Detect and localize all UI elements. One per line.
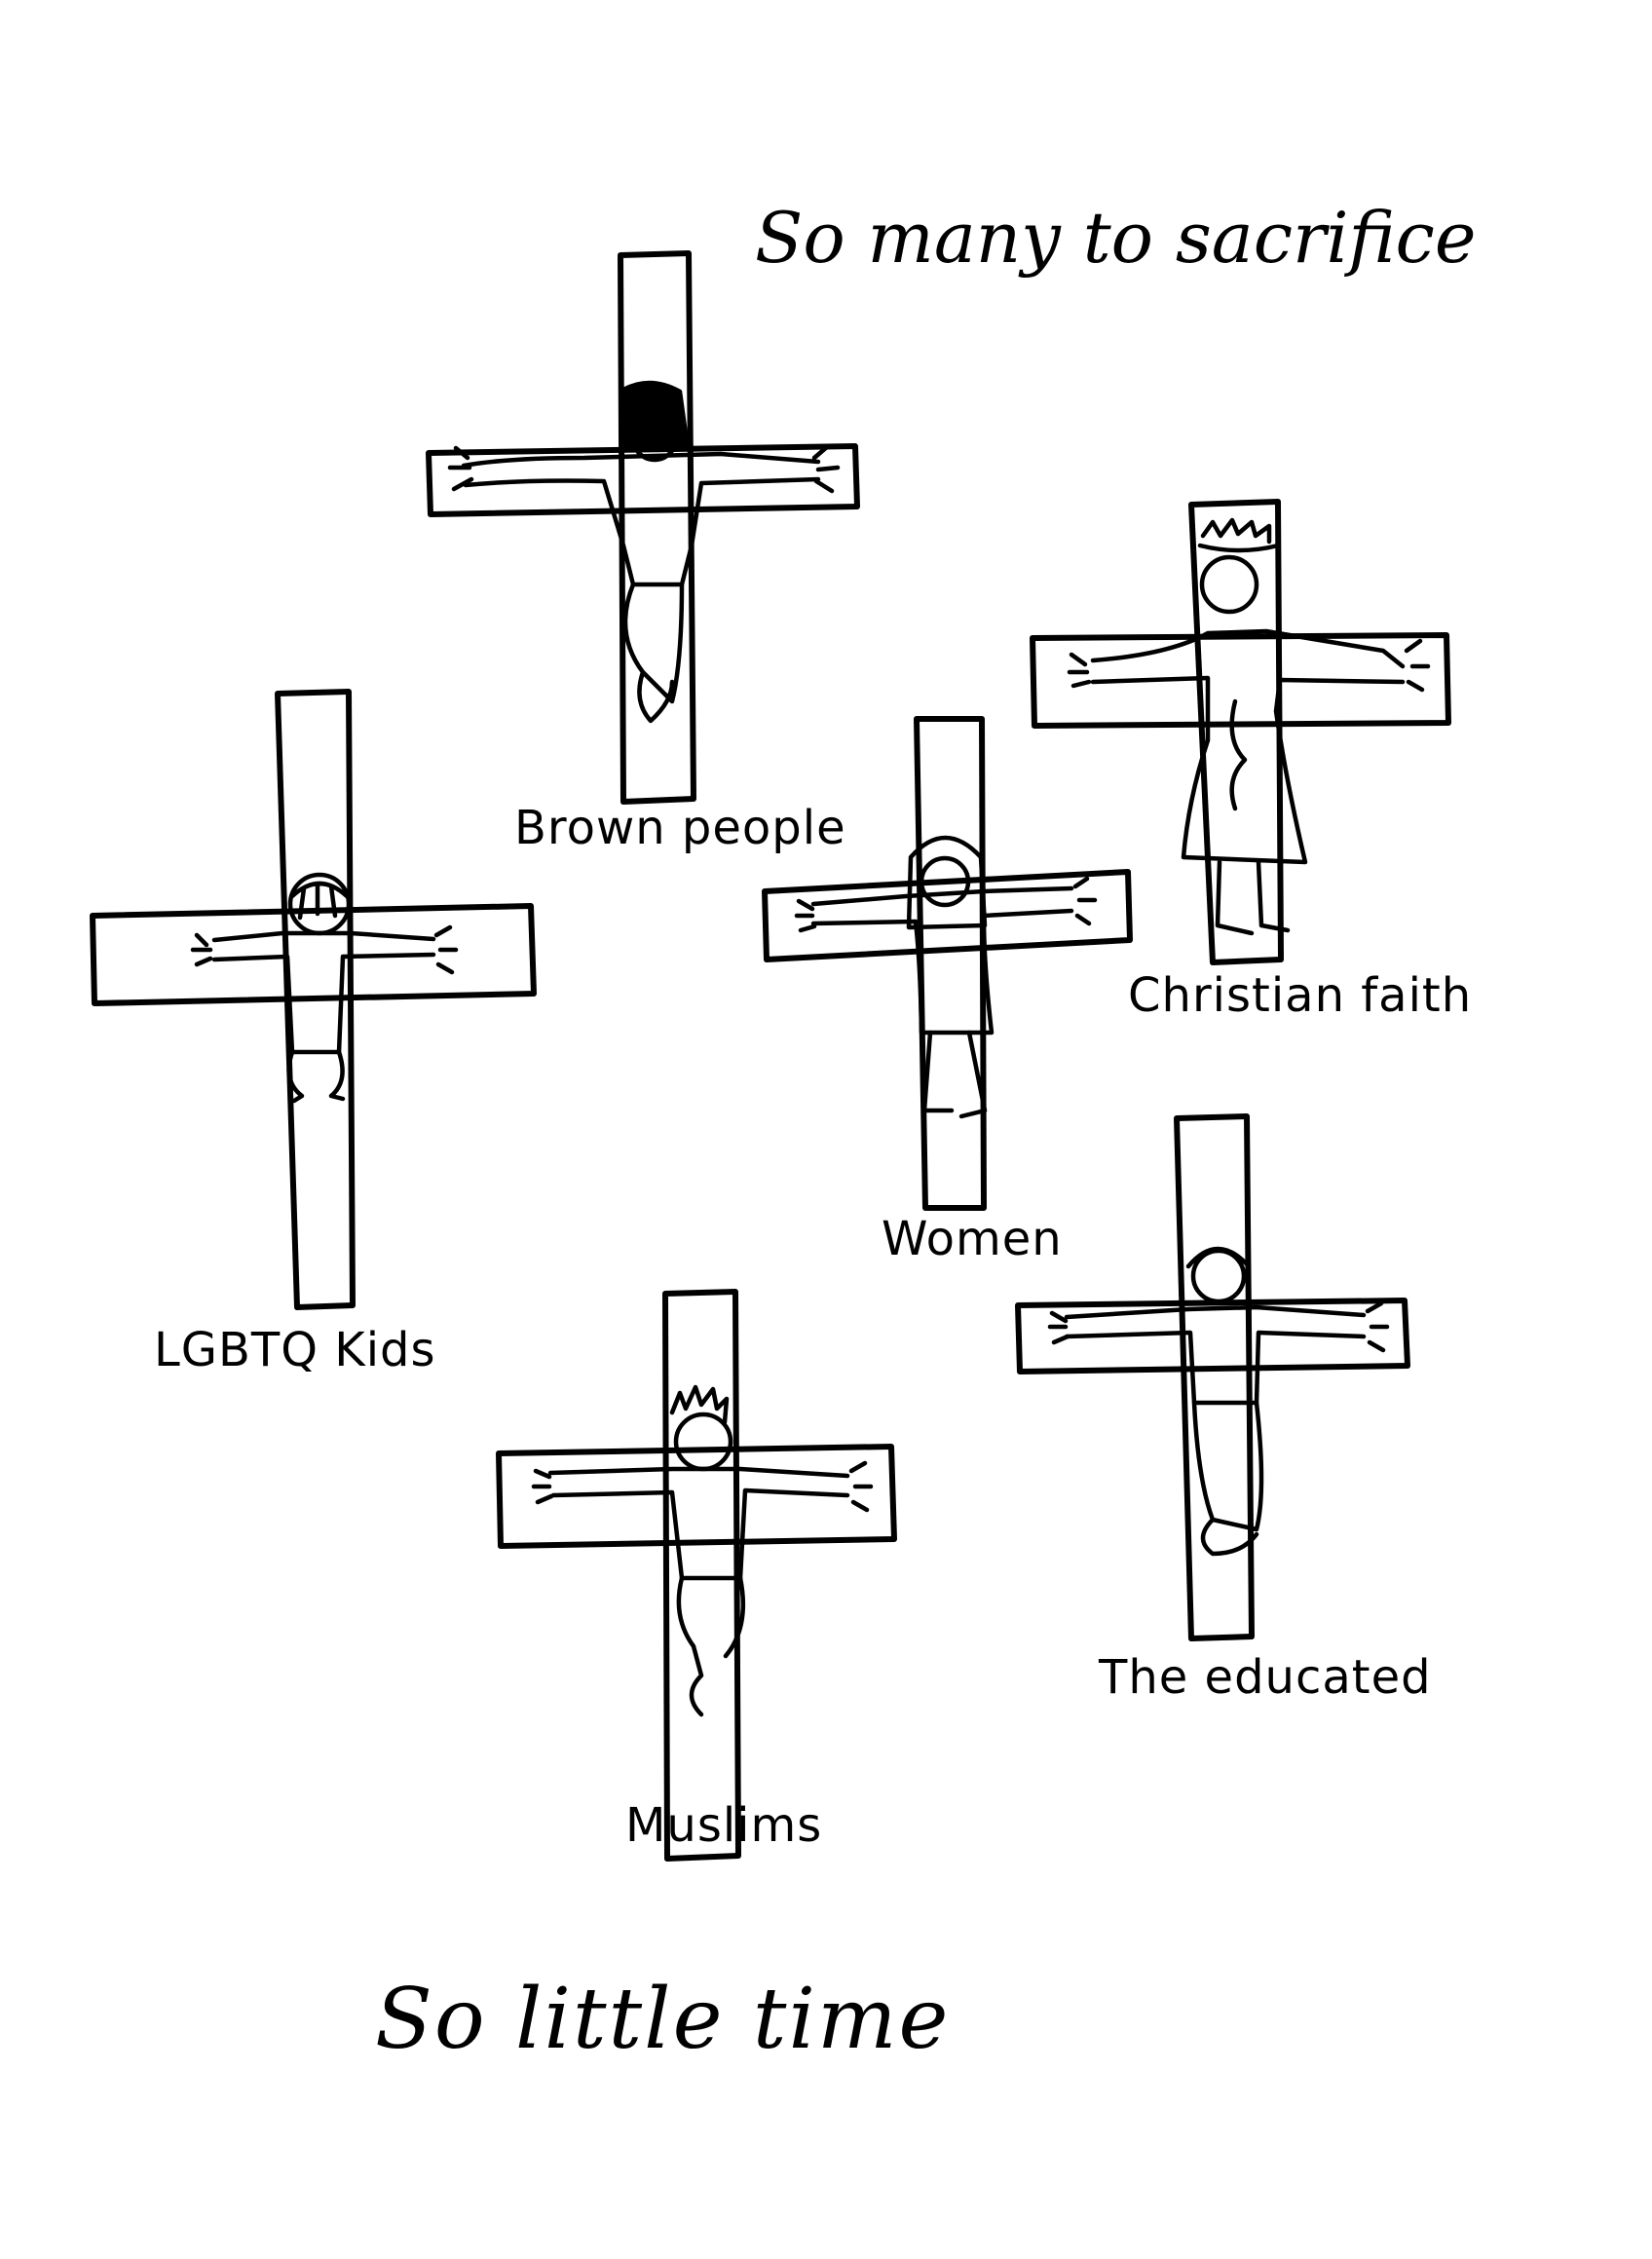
figure-the-educated	[1047, 1246, 1390, 1557]
figure-muslims	[531, 1384, 874, 1717]
caption-brown-people: Brown people	[514, 801, 846, 855]
caption-lgbtq-kids: LGBTQ Kids	[154, 1323, 436, 1377]
cross-christian-faith	[1030, 499, 1451, 965]
cross-lgbtq-kids	[90, 689, 537, 1310]
cross-women	[762, 716, 1133, 1211]
caption-the-educated: The educated	[1099, 1650, 1432, 1705]
page-title: So many to sacrifice	[755, 197, 1477, 279]
cross-the-educated	[1015, 1113, 1410, 1641]
figure-christian-faith	[1067, 517, 1431, 936]
caption-muslims: Muslims	[625, 1798, 823, 1853]
caption-christian-faith: Christian faith	[1128, 968, 1473, 1023]
cross-muslims	[496, 1289, 897, 1862]
figure-lgbtq-kids	[190, 872, 459, 1104]
cross-brown-people	[426, 250, 860, 805]
figure-brown-people	[447, 380, 841, 724]
footer-text: So little time	[375, 1971, 951, 2068]
figure-women	[794, 835, 1098, 1119]
caption-women: Women	[882, 1212, 1063, 1266]
